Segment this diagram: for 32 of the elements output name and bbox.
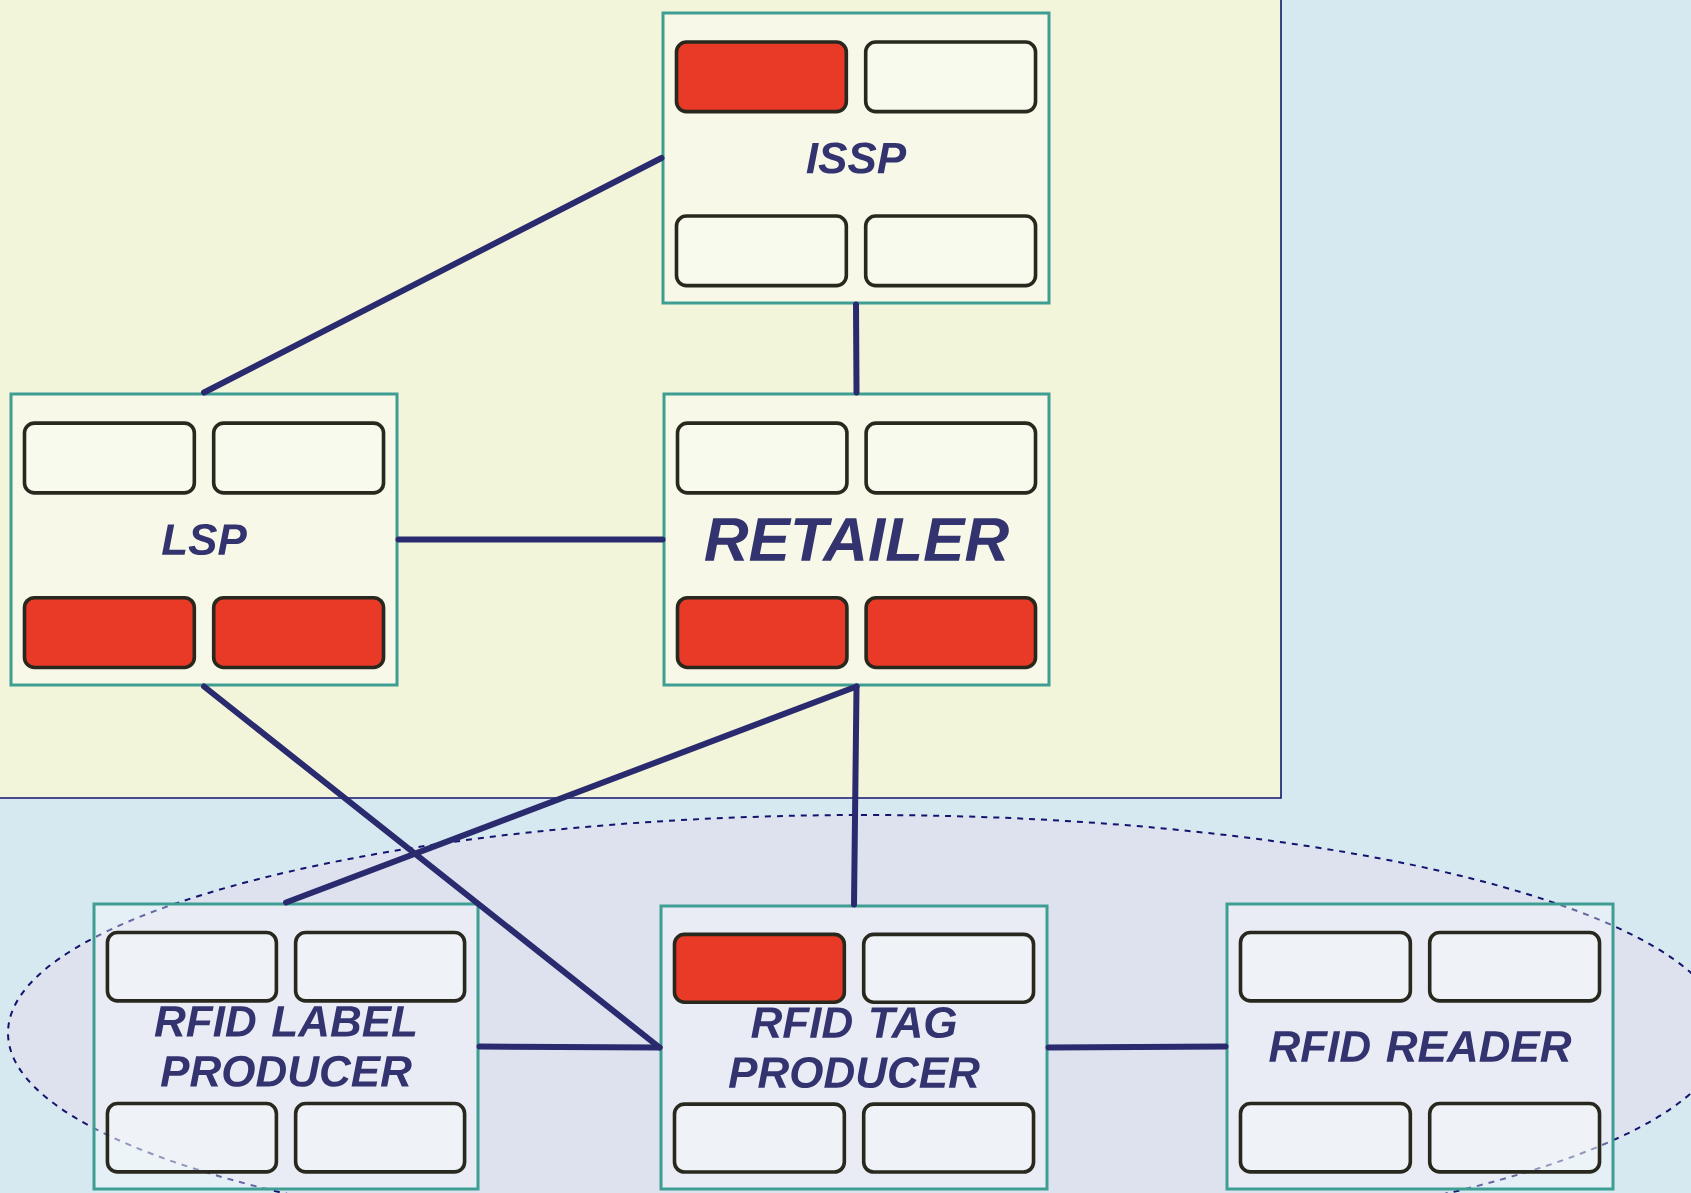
slot-box [211,421,386,495]
slot-box [105,930,279,1003]
slot-box [863,40,1038,114]
slot-box [674,214,849,288]
slot-box [863,214,1038,288]
slot-box [211,595,386,670]
slot-box [672,932,847,1005]
connector-line [1045,1043,1229,1051]
slot-box [861,932,1036,1005]
slot-box [1427,930,1602,1003]
entity-box: RFID READER [1225,902,1615,1191]
connector-line [853,301,860,396]
slot-box [293,930,467,1003]
slot-box [1238,930,1413,1003]
slot-box [864,421,1038,495]
slot-box [293,1101,467,1174]
entity-box: RFID LABEL PRODUCER [92,902,480,1191]
slot-box [1427,1101,1602,1174]
slot-box [22,421,197,495]
slot-box [105,1101,279,1174]
slot-box [861,1102,1036,1174]
connector-line [395,536,666,543]
slot-box [864,595,1038,670]
connector-line [201,155,665,396]
connector-line [476,1043,663,1051]
connector-line [851,683,860,908]
slot-box [22,595,197,670]
slot-box [672,1102,847,1174]
slot-box [675,595,849,670]
slot-box [674,40,849,114]
slot-box [1238,1101,1413,1174]
slot-box [675,421,849,495]
